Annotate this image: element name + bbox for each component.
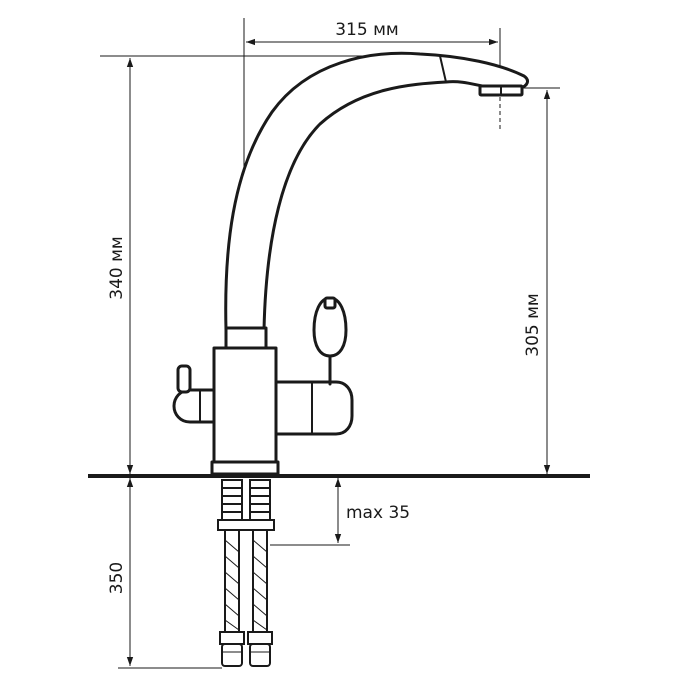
hose-fitting-left — [221, 479, 243, 521]
faucet-base — [210, 460, 280, 476]
faucet — [172, 51, 529, 476]
hose-left — [224, 529, 240, 633]
left-housing — [172, 388, 216, 424]
label-hose-length: 350 — [107, 562, 127, 594]
hose-nut-right — [247, 631, 273, 645]
hose-end-right — [249, 643, 271, 667]
left-lever-stem — [176, 364, 192, 394]
spout — [224, 51, 529, 332]
faucet-body — [212, 346, 278, 466]
hoses — [217, 479, 275, 667]
right-housing — [274, 380, 354, 436]
hose-end-left — [221, 643, 243, 667]
right-lever-cap — [323, 296, 337, 310]
hose-right — [252, 529, 268, 633]
right-lever-handle — [312, 296, 348, 358]
hose-nut-left — [219, 631, 245, 645]
dimension-hose-length — [118, 478, 222, 669]
mounting-nut — [217, 519, 275, 531]
spout-seam — [439, 55, 447, 83]
dimension-spout-height — [499, 87, 560, 474]
label-total-height: 340 мм — [107, 236, 127, 300]
dimension-max-thickness — [270, 478, 350, 546]
hose-fitting-right — [249, 479, 271, 521]
label-spout-height: 305 мм — [523, 293, 543, 357]
label-spout-reach: 315 мм — [335, 20, 399, 40]
label-max-thickness: max 35 — [346, 503, 410, 523]
